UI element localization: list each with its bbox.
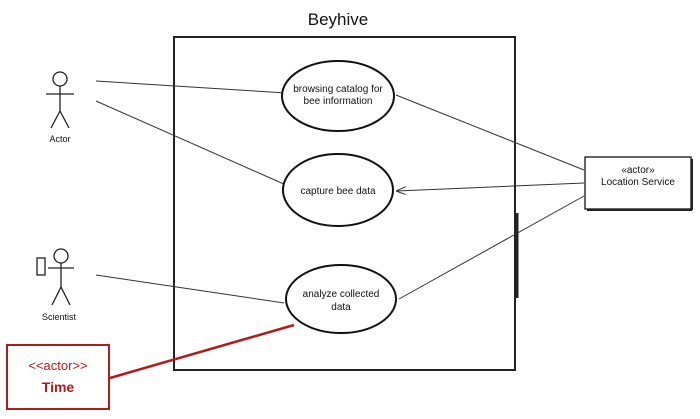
assoc-location-browsing bbox=[395, 94, 585, 171]
assoc-location-capture bbox=[397, 182, 585, 191]
use-case-label: analyze collected bbox=[303, 289, 380, 300]
use-case-label: bee information bbox=[304, 96, 373, 107]
scientist-label: Scientist bbox=[42, 312, 77, 322]
assoc-actor-browsing bbox=[95, 80, 287, 94]
location-service-name: Location Service bbox=[601, 177, 675, 188]
time-actor-box[interactable]: <<actor>> Time bbox=[6, 344, 110, 410]
actor-figure[interactable]: Actor bbox=[46, 71, 74, 144]
assoc-scientist-analyze bbox=[95, 274, 285, 304]
use-case-label: browsing catalog for bbox=[293, 84, 383, 95]
location-service-box[interactable]: «actor» Location Service bbox=[584, 156, 693, 211]
time-stereotype: <<actor>> bbox=[28, 358, 87, 373]
assoc-actor-capture bbox=[95, 100, 287, 186]
system-title: Beyhive bbox=[308, 10, 368, 29]
use-case-browsing-catalog[interactable]: browsing catalog for bee information bbox=[281, 60, 395, 132]
system-boundary bbox=[173, 36, 516, 371]
actor-label: Actor bbox=[49, 134, 70, 144]
assoc-location-analyze bbox=[398, 195, 585, 300]
use-case-analyze-collected-data[interactable]: analyze collected data bbox=[285, 264, 397, 334]
use-case-capture-bee-data[interactable]: capture bee data bbox=[282, 153, 394, 227]
scientist-figure[interactable]: Scientist bbox=[36, 248, 77, 322]
location-service-stereotype: «actor» bbox=[621, 165, 655, 176]
use-case-label: data bbox=[331, 302, 351, 313]
assoc-time-analyze bbox=[109, 323, 295, 380]
time-name: Time bbox=[42, 379, 75, 395]
use-case-label: capture bee data bbox=[300, 186, 375, 197]
shield-icon bbox=[36, 257, 46, 276]
